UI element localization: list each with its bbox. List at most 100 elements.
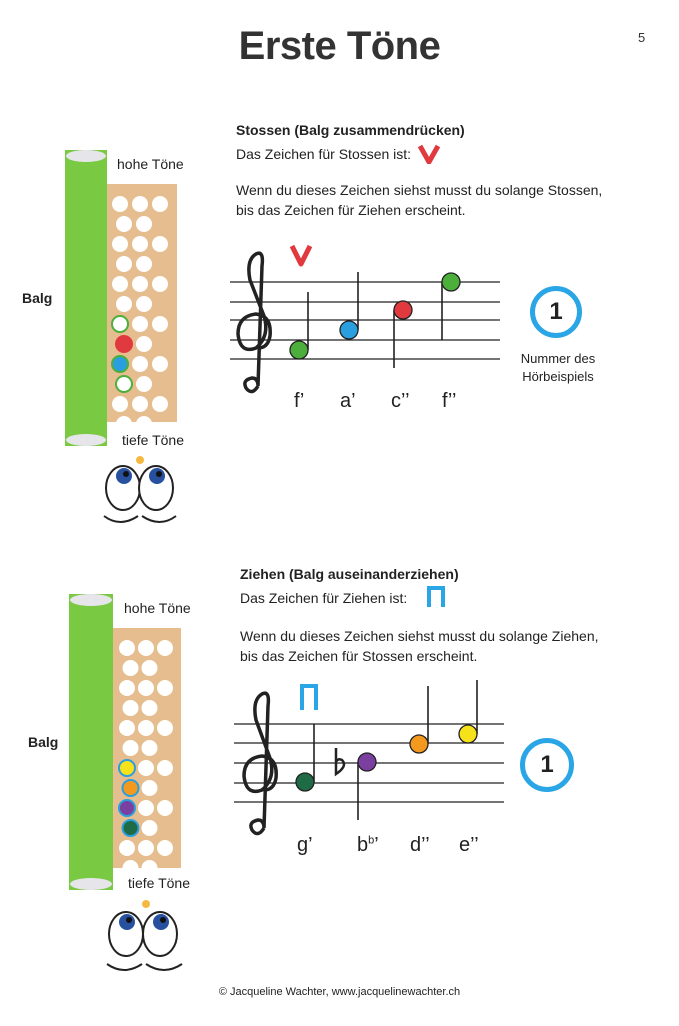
accordion-key [136,416,152,432]
note-label-e2: e’’ [459,834,479,856]
sign-description: Das Zeichen für Stossen ist: [236,146,412,162]
label-bellows: Balg [22,290,53,306]
flat-icon [334,748,346,777]
push-sign-icon [418,144,440,164]
accordion-key [141,700,158,716]
note-label-bb1-base: b [357,834,369,856]
accordion-key [157,800,173,816]
note-g1 [295,772,315,792]
accordion-key [136,336,152,352]
accordion-key [112,276,128,292]
push-sign-icon [289,244,313,267]
note-bb1 [357,752,377,772]
accordion-key [138,640,154,656]
accordion-key [116,416,132,432]
label-low-tones: tiefe Töne [128,875,191,891]
pull-sign-icon [300,684,318,710]
accordion-key [157,760,173,776]
accordion-key [138,720,154,736]
eyes-icon [106,900,183,971]
note-f2 [441,272,461,292]
highlighted-key [118,799,136,817]
treble-clef-icon [236,251,272,394]
eyes-icon [103,456,177,523]
instruction-line-1: Wenn du dieses Zeichen siehst musst du s… [236,182,603,198]
accordion-key [152,276,168,292]
accordion-key [136,216,152,232]
accordion-key [122,660,139,676]
accordion-key [132,356,148,372]
page-number: 5 [638,30,646,45]
accordion-key [141,740,158,756]
accordion-key [122,860,139,876]
accordion-key [116,296,132,312]
accordion-key [136,256,152,272]
track-caption-line-1: Nummer des [520,351,596,366]
note-label-c2: c’’ [391,390,410,412]
accordion-key [138,760,154,776]
accordion-pull-illustration [69,594,183,971]
label-high-tones: hohe Töne [124,600,191,616]
highlighted-key [115,375,133,393]
accordion-key [132,276,148,292]
note-c2 [393,300,413,320]
pull-sign-icon [427,586,445,607]
track-caption-line-2: Hörbeispiels [522,369,594,384]
accordion-push-illustration [65,150,177,523]
accordion-key [119,840,135,856]
highlighted-key [118,759,136,777]
page-title: Erste Töne [238,24,441,68]
accordion-key [141,780,158,796]
accordion-key [119,720,135,736]
accordion-key [136,296,152,312]
accordion-key [141,860,158,876]
accordion-key [119,680,135,696]
track-number-badge: 1 [520,738,574,792]
accordion-key [152,356,168,372]
accordion-key [132,316,148,332]
accordion-key [132,236,148,252]
note-f1 [289,340,309,360]
note-label-f2: f’’ [442,390,457,412]
instruction-line-2: bis das Zeichen für Stossen erscheint. [240,648,478,664]
accordion-key [136,376,152,392]
accordion-key [157,680,173,696]
accordion-key [116,256,132,272]
note-label-bb1: bb’ [357,834,379,857]
section-heading: Stossen (Balg zusammendrücken) [236,122,465,138]
accordion-key [152,236,168,252]
accordion-key [157,840,173,856]
music-staff-pull [234,680,504,836]
music-staff-push [230,244,500,394]
accordion-key [152,316,168,332]
highlighted-key [121,779,140,797]
accordion-key [122,700,139,716]
accordion-key [119,640,135,656]
note-label-d2: d’’ [410,834,430,856]
accordion-key [122,740,139,756]
accordion-key [112,396,128,412]
accordion-key [141,660,158,676]
label-low-tones: tiefe Töne [122,432,185,448]
accordion-key [116,216,132,232]
track-caption: Nummer des Hörbeispiels [510,350,606,386]
note-label-f1: f’ [294,390,305,412]
highlighted-key [115,335,133,353]
note-e2 [458,724,478,744]
accordion-key [138,680,154,696]
note-label-bb1-sup: b [368,834,375,847]
footer-copyright: © Jacqueline Wachter, www.jacquelinewach… [218,986,461,998]
note-label-bb1-suffix: ’ [374,834,379,856]
note-a1 [339,320,359,340]
note-label-g1: g’ [297,834,313,856]
accordion-key [112,196,128,212]
label-high-tones: hohe Töne [117,156,184,172]
instruction-line-1: Wenn du dieses Zeichen siehst musst du s… [240,628,599,644]
label-bellows: Balg [28,734,59,750]
note-label-a1: a’ [340,390,356,412]
note-d2 [409,734,429,754]
instruction-text: Wenn du dieses Zeichen siehst musst du s… [236,180,636,220]
accordion-key [132,196,148,212]
accordion-key [141,820,158,836]
highlighted-key [121,819,140,837]
